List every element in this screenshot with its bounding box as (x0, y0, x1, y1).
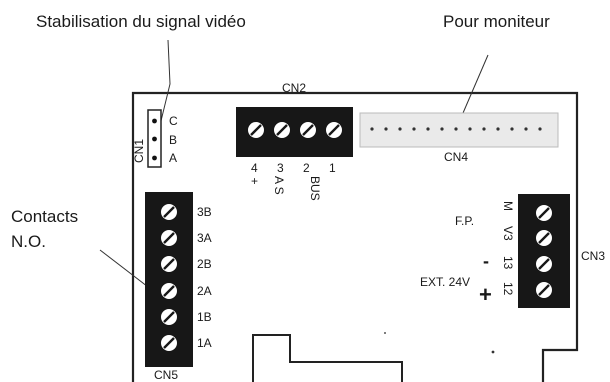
cn1-pin-c: C (169, 114, 178, 128)
board-cutout (252, 334, 403, 382)
cn3-name: CN3 (581, 249, 606, 263)
cn2-pin-2: 2 (303, 161, 310, 175)
cn2-bus-label: BUS (308, 176, 322, 201)
contacts-no-label: N.O. (11, 232, 46, 251)
cn3-pin-12: 12 (501, 282, 515, 296)
cn2-as-label: A S (272, 176, 286, 195)
board-dot (384, 332, 386, 334)
cn3-fp-label: F.P. (455, 214, 475, 228)
board-dot (491, 350, 495, 354)
cn4-connector (359, 112, 559, 148)
cn4-name: CN4 (444, 150, 469, 164)
cn2-terminal-block (236, 107, 353, 157)
cn2-pin-4: 4 (251, 161, 258, 175)
cn2-pin-3: 3 (277, 161, 284, 175)
video-stabilisation-label: Stabilisation du signal vidéo (36, 12, 246, 31)
cn5-pin-1a: 1A (197, 336, 212, 350)
contacts-label: Contacts (11, 207, 79, 226)
monitor-leader-line (459, 54, 489, 121)
cn5-pin-1b: 1B (197, 310, 212, 324)
contacts-leader-line (99, 249, 153, 291)
cn5-terminal-block (145, 192, 193, 367)
cn5-name: CN5 (152, 368, 181, 382)
cn5-pin-2a: 2A (197, 284, 212, 298)
cn3-pin-13: 13 (501, 256, 515, 270)
cn1-pin-b: B (169, 133, 178, 147)
cn2-name: CN2 (282, 81, 307, 95)
board-outline (131, 91, 579, 382)
cn1-jumper (147, 109, 162, 168)
cn5-pin-3b: 3B (197, 205, 212, 219)
monitor-label: Pour moniteur (443, 12, 550, 31)
cn5-pin-2b: 2B (197, 257, 212, 271)
cn3-pin-m: M (501, 201, 515, 211)
cn2-plus-sign: + (251, 174, 259, 188)
cn3-pin-v3: V3 (501, 226, 515, 241)
cn5-pin-3a: 3A (197, 231, 212, 245)
cn2-pin-1: 1 (329, 161, 336, 175)
cn1-pin-a: A (169, 151, 178, 165)
video-leader-line (159, 39, 171, 126)
cn3-terminal-block (518, 194, 570, 308)
cn3-minus-sign: - (483, 251, 489, 271)
cn3-ext-24v-label: EXT. 24V (420, 275, 471, 289)
cn1-name: CN1 (132, 138, 146, 163)
cn3-plus-sign: + (479, 282, 492, 307)
